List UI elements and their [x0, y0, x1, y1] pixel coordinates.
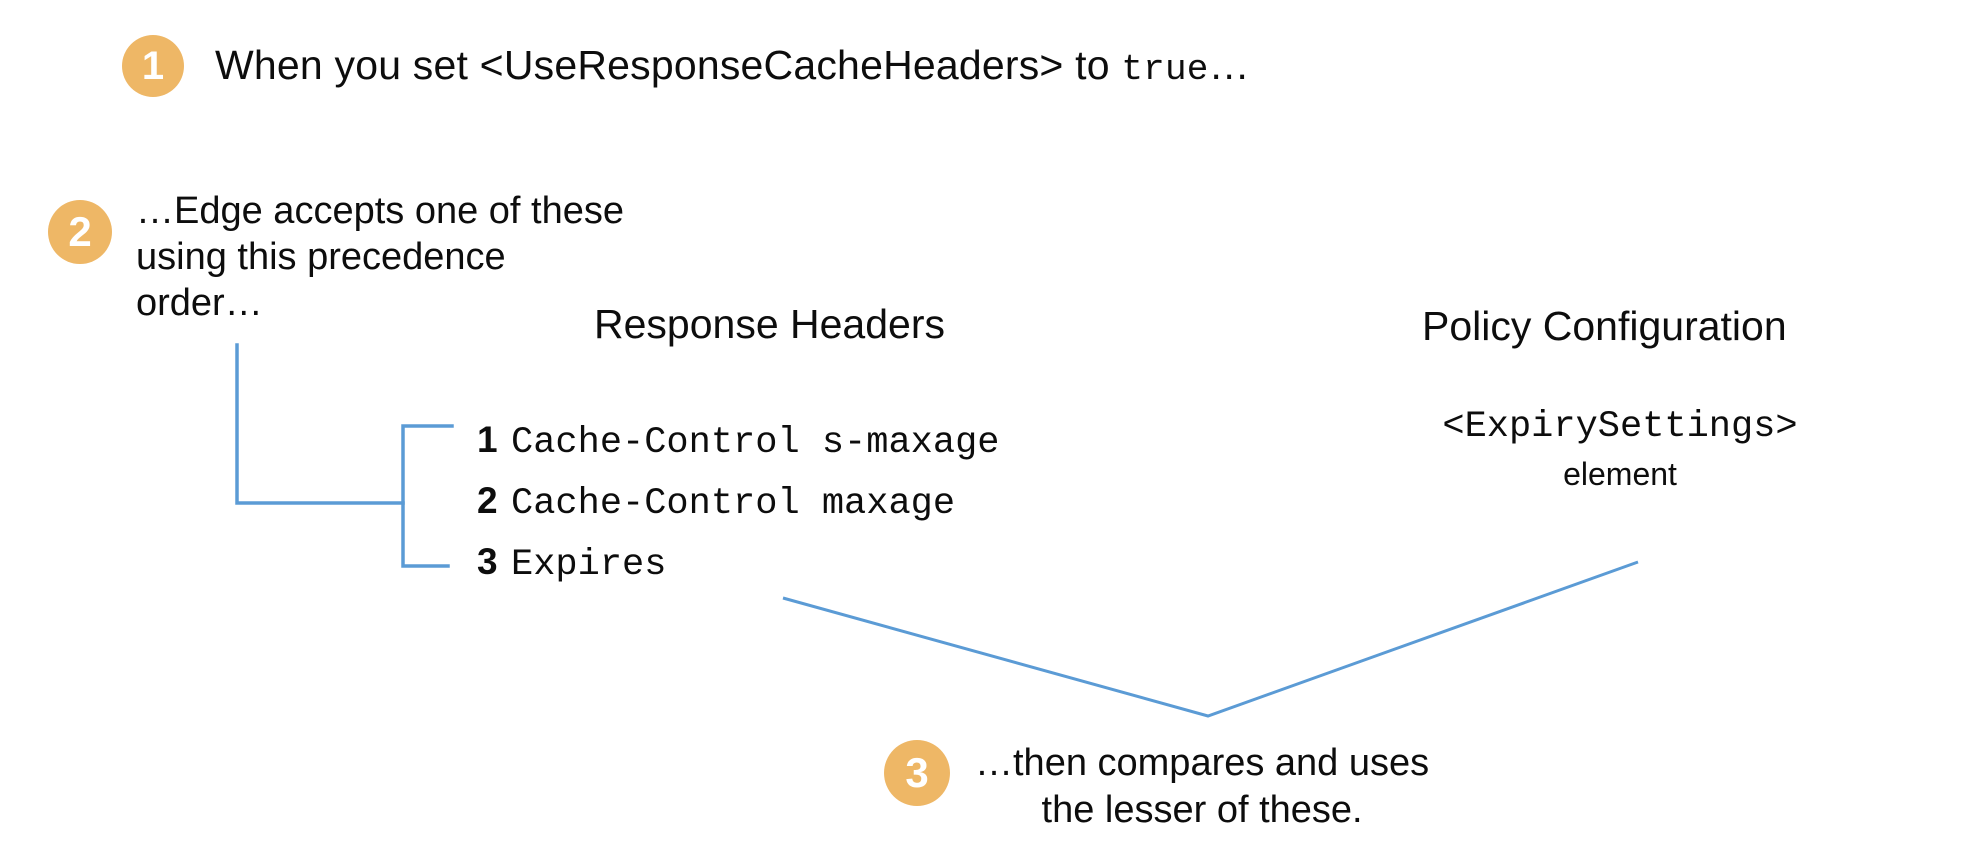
policy-element-word: element [1563, 456, 1677, 492]
list-item: 3 Expires [477, 533, 999, 594]
list-item-number: 2 [477, 480, 498, 521]
step-badge-3: 3 [884, 740, 950, 806]
step-3-caption: …then compares and uses the lesser of th… [975, 742, 1430, 831]
step-1-caption-mono-value: true [1121, 49, 1209, 90]
response-headers-heading: Response Headers [594, 301, 945, 347]
list-item-number: 1 [477, 419, 498, 460]
policy-configuration-block: <ExpirySettings> element [1380, 406, 1860, 493]
precedence-elbow-line [235, 343, 405, 505]
list-item: 1 Cache-Control s-maxage [477, 411, 999, 472]
step-badge-2: 2 [48, 200, 112, 264]
list-item-value: Cache-Control maxage [511, 483, 956, 525]
policy-configuration-heading: Policy Configuration [1422, 303, 1787, 349]
step-badge-1: 1 [122, 35, 184, 97]
response-headers-list: 1 Cache-Control s-maxage 2 Cache-Control m… [477, 411, 999, 594]
step-1-caption-prefix: When you set <UseResponseCacheHeaders> t… [215, 42, 1122, 88]
step-2-caption: …Edge accepts one of these using this pr… [136, 190, 624, 324]
list-item: 2 Cache-Control maxage [477, 472, 999, 533]
step-1-caption: When you set <UseResponseCacheHeaders> t… [215, 42, 1250, 90]
precedence-bracket-line [401, 424, 454, 568]
step-1-caption-suffix: … [1208, 42, 1250, 88]
list-item-value: Expires [511, 544, 667, 586]
policy-element-tag: <ExpirySettings> [1442, 406, 1798, 448]
list-item-value: Cache-Control s-maxage [511, 422, 1000, 464]
list-item-number: 3 [477, 541, 498, 582]
